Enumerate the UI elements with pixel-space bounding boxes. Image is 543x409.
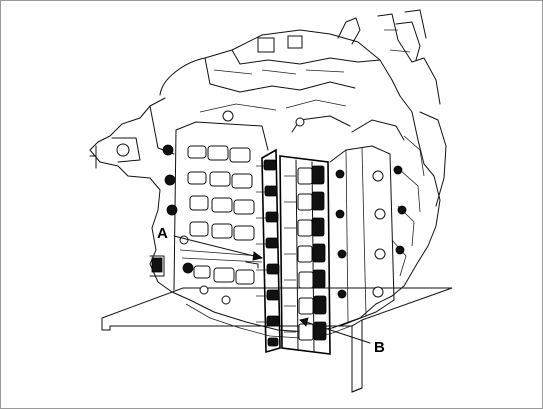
spool-row (187, 145, 255, 285)
valve-body-right-block (199, 99, 407, 327)
callout-b: B (374, 339, 385, 356)
valve-body-left-block (162, 121, 269, 305)
solenoid-connectors (297, 165, 327, 341)
leader-lines (173, 235, 371, 344)
callout-a: A (157, 225, 168, 242)
solenoid-column-a (245, 148, 281, 354)
solenoid-column-b (279, 155, 331, 355)
